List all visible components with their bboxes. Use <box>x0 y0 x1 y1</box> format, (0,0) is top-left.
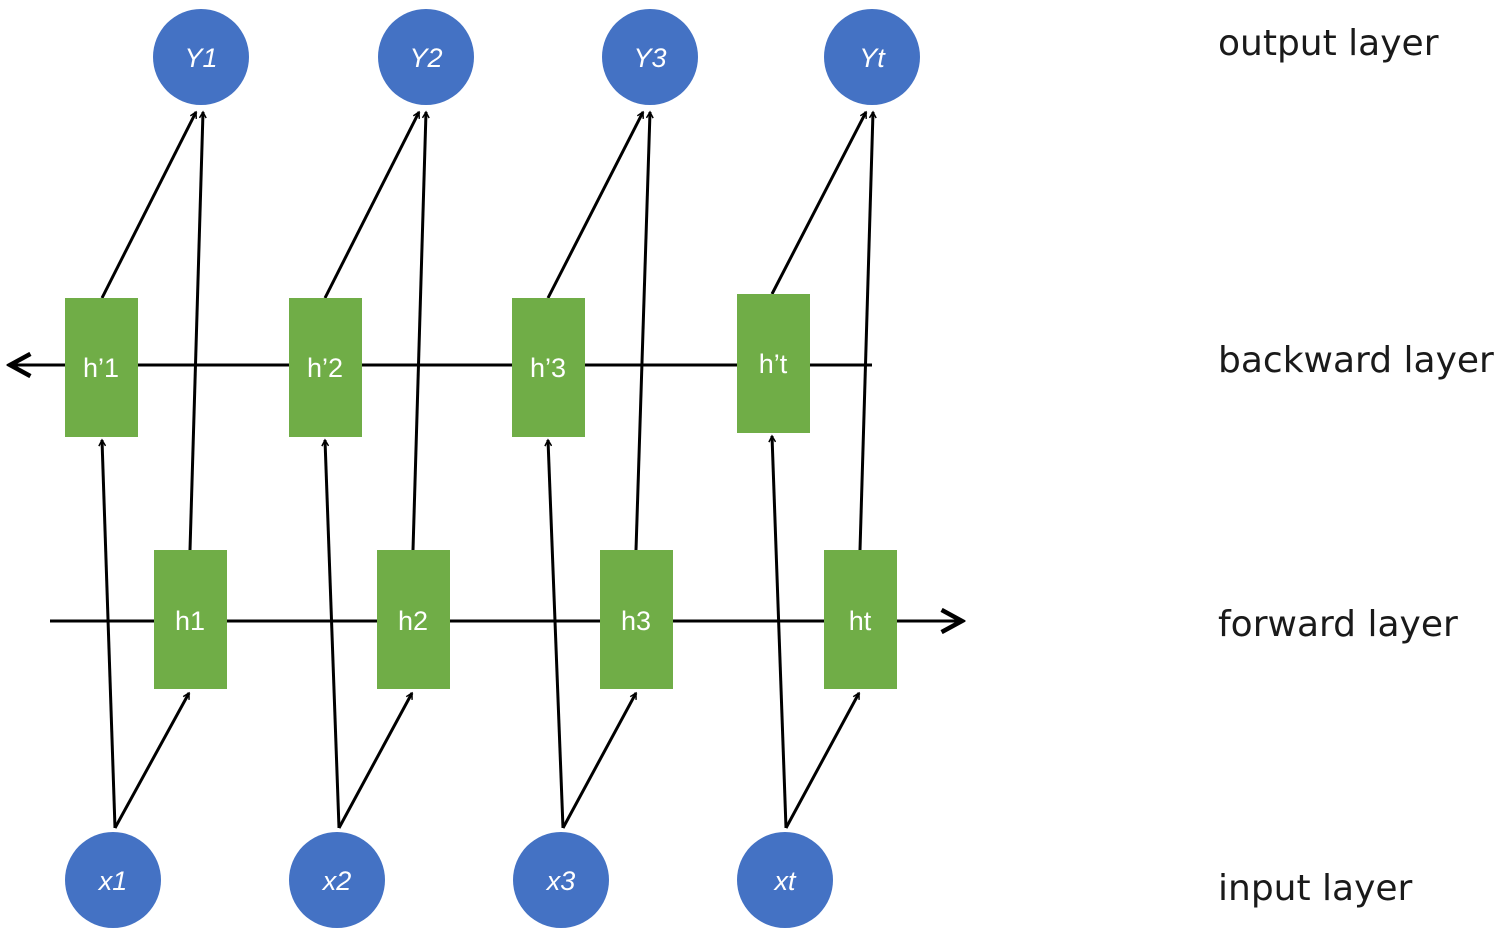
forward-layer-label: forward layer <box>1218 604 1458 645</box>
edges-column-1 <box>102 112 203 829</box>
forward-node-label: ht <box>849 606 872 636</box>
input-node-label: x3 <box>545 866 576 896</box>
backward-node-label: h’t <box>759 349 788 379</box>
forward-node-label: h2 <box>398 606 428 636</box>
edges-column-2 <box>325 112 426 829</box>
backward-node-1: h’1 <box>65 298 138 437</box>
input-node-label: xt <box>772 866 797 896</box>
forward-node-label: h1 <box>175 606 205 636</box>
forward-node-3: h3 <box>600 550 673 689</box>
output-node-1: Y1 <box>153 9 249 105</box>
backward-node-t: h’t <box>737 294 810 433</box>
input-node-3: x3 <box>513 832 609 928</box>
backward-node-3: h’3 <box>512 298 585 437</box>
output-node-label: Y2 <box>409 43 442 73</box>
input-node-label: x2 <box>321 866 352 896</box>
output-node-3: Y3 <box>602 9 698 105</box>
backward-node-label: h’2 <box>307 353 343 383</box>
forward-node-label: h3 <box>621 606 651 636</box>
backward-node-label: h’1 <box>83 353 119 383</box>
output-node-label: Y3 <box>633 43 666 73</box>
output-node-2: Y2 <box>378 9 474 105</box>
forward-node-2: h2 <box>377 550 450 689</box>
output-layer-label: output layer <box>1218 23 1439 64</box>
backward-layer-label: backward layer <box>1218 340 1494 381</box>
forward-node-1: h1 <box>154 550 227 689</box>
edges-column-3 <box>548 112 650 829</box>
backward-node-2: h’2 <box>289 298 362 437</box>
input-node-label: x1 <box>97 866 128 896</box>
input-layer-label: input layer <box>1218 868 1413 909</box>
output-node-t: Yt <box>824 9 920 105</box>
forward-node-t: ht <box>824 550 897 689</box>
backward-node-label: h’3 <box>530 353 566 383</box>
input-node-t: xt <box>737 832 833 928</box>
output-node-label: Yt <box>859 43 886 73</box>
output-node-label: Y1 <box>184 43 217 73</box>
input-node-2: x2 <box>289 832 385 928</box>
input-node-1: x1 <box>65 832 161 928</box>
edges-column-4 <box>772 112 873 829</box>
